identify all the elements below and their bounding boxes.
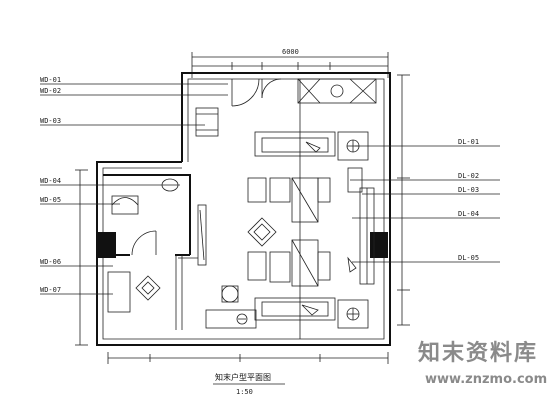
entry-door [231,78,282,107]
coffee-table [247,217,277,247]
bathroom-fixtures [111,178,179,256]
armchair [221,285,239,303]
left-label-7: WD-07 [40,286,61,294]
right-leaders [350,145,500,263]
left-label-6: WD-06 [40,258,61,266]
kitchen-counter [297,78,377,104]
top-dimension-label: 6000 [282,48,299,56]
left-label-3: WD-03 [40,117,61,125]
left-label-4: WD-04 [40,177,61,185]
lower-bath-fixtures [107,271,161,313]
lower-furniture-group [247,239,357,287]
column-left [98,232,116,258]
right-labels: DL-01 DL-02 DL-03 DL-04 DL-05 [458,138,479,262]
upper-furniture-group [247,167,363,223]
bottom-dimension [107,352,389,364]
bottom-desk [205,309,257,329]
left-labels: WD-01 WD-02 WD-03 WD-04 WD-05 WD-06 WD-0… [40,76,61,294]
walls [96,72,391,346]
left-label-2: WD-02 [40,87,61,95]
drawing-title-block: 知末户型平面图 1:50 [213,372,285,396]
right-label-1: DL-01 [458,138,479,146]
right-label-4: DL-04 [458,210,479,218]
left-label-5: WD-05 [40,196,61,204]
right-label-2: DL-02 [458,172,479,180]
bed-side-panel [359,187,375,285]
tv-partition [178,204,207,266]
column-right [370,232,388,258]
watermark: 知末资料库 www.znzmo.com [418,340,547,387]
drawing-title: 知末户型平面图 [215,372,271,382]
right-dimension [397,74,410,326]
right-label-3: DL-03 [458,186,479,194]
left-label-1: WD-01 [40,76,61,84]
drawing-scale: 1:50 [236,388,253,396]
watermark-name: 知末资料库 [418,340,538,366]
left-leaders [40,83,228,295]
nightstand-bottom [337,299,369,329]
sofa-top [254,131,336,157]
entry-cabinet [195,107,219,137]
watermark-url: www.znzmo.com [425,372,547,387]
top-dimension: 6000 [191,48,389,78]
left-dimension [75,169,88,346]
sofa-bottom [254,297,336,321]
right-label-5: DL-05 [458,254,479,262]
